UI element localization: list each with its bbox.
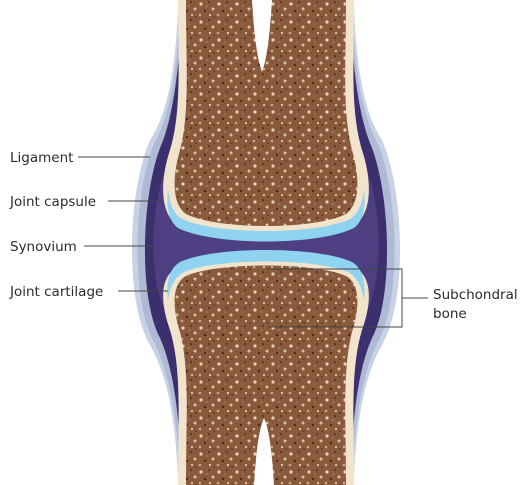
joint-cartilage-label: Joint cartilage (9, 284, 103, 300)
subchondral-label: Subchondral (433, 287, 518, 303)
synovium-label: Synovium (10, 239, 77, 255)
joint-capsule-label: Joint capsule (9, 194, 96, 210)
ligament-label: Ligament (10, 150, 73, 166)
bone-label: bone (433, 306, 467, 322)
